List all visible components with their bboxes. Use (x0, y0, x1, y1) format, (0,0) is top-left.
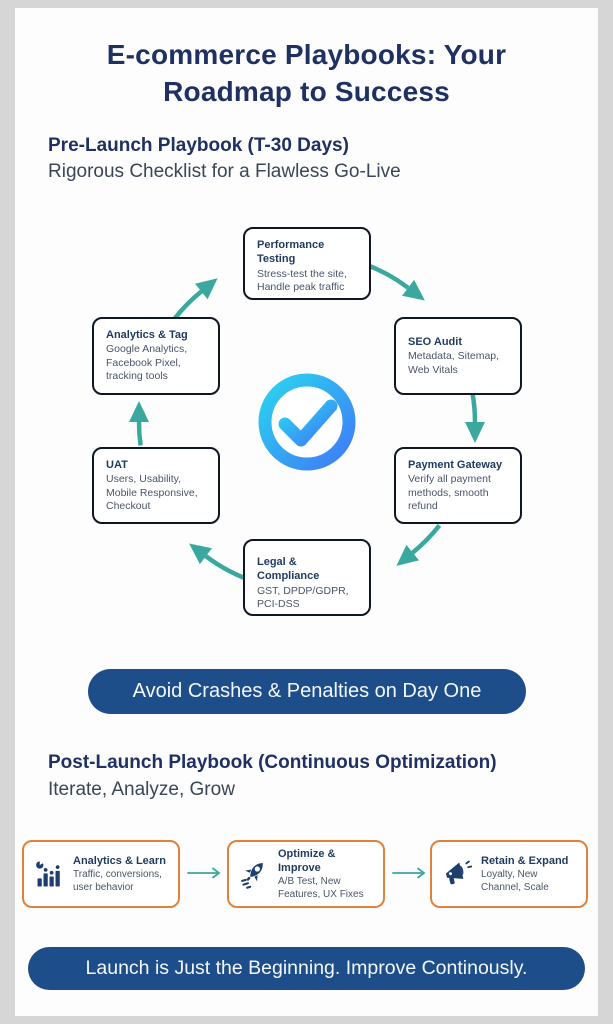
step-box-optimize-improve: Optimize & Improve A/B Test, New Feature… (227, 840, 385, 908)
step-text: Optimize & Improve A/B Test, New Feature… (278, 847, 377, 902)
megaphone-icon (442, 859, 472, 889)
step-title: Optimize & Improve (278, 847, 336, 874)
step-arrow-1-icon (187, 867, 221, 879)
pre-launch-banner: Avoid Crashes & Penalties on Day One (88, 669, 526, 714)
cycle-arrowheads (129, 278, 485, 566)
page-title-line1: E-commerce Playbooks: Your (106, 39, 507, 70)
step-arrow-2-icon (392, 867, 426, 879)
cycle-box-uat: UAT Users, Usability, Mobile Responsive,… (92, 447, 220, 524)
cycle-box-analytics-tag: Analytics & Tag Google Analytics, Facebo… (92, 317, 220, 395)
post-launch-subheading: Iterate, Analyze, Grow (48, 779, 235, 800)
arrow-to-legal-icon (396, 544, 419, 566)
post-launch-banner: Launch is Just the Beginning. Improve Co… (28, 947, 585, 990)
cycle-box-title: UAT (106, 459, 128, 471)
cycle-box-title: SEO Audit (408, 336, 462, 348)
arrow-to-uat-icon (189, 543, 212, 565)
rocket-icon (239, 859, 269, 889)
step-desc: Loyalty, New Channel, Scale (481, 869, 549, 894)
step-box-analytics-learn: Analytics & Learn Traffic, conversions, … (22, 840, 180, 908)
check-circle-icon (258, 373, 356, 471)
cycle-box-title: Performance Testing (257, 239, 325, 266)
arrow-to-payment-icon (465, 422, 485, 443)
pre-launch-subheading: Rigorous Checklist for a Flawless Go-Liv… (48, 161, 401, 182)
post-launch-heading: Post-Launch Playbook (Continuous Optimiz… (48, 752, 497, 773)
step-desc: A/B Test, New Features, UX Fixes (278, 876, 364, 901)
bar-chart-icon (34, 859, 64, 889)
arrow-to-seo-icon (402, 279, 425, 301)
cycle-box-desc: GST, DPDP/GDPR, PCI-DSS (257, 584, 349, 611)
cycle-box-desc: Users, Usability, Mobile Responsive, Che… (106, 473, 198, 513)
cycle-box-legal-compliance: Legal & Compliance GST, DPDP/GDPR, PCI-D… (243, 539, 371, 616)
step-desc: Traffic, conversions, user behavior (73, 869, 162, 894)
cycle-box-payment-gateway: Payment Gateway Verify all payment metho… (394, 447, 522, 524)
step-title: Analytics & Learn (73, 854, 166, 867)
cycle-box-seo-audit: SEO Audit Metadata, Sitemap, Web Vitals (394, 317, 522, 395)
cycle-box-title: Analytics & Tag (106, 329, 188, 341)
pre-launch-heading: Pre-Launch Playbook (T-30 Days) (48, 135, 349, 156)
arrow-to-performance-icon (195, 278, 218, 300)
cycle-box-desc: Verify all payment methods, smooth refun… (408, 473, 491, 513)
cycle-box-title: Payment Gateway (408, 459, 503, 471)
page-title-line2: Roadmap to Success (163, 76, 450, 108)
step-text: Analytics & Learn Traffic, conversions, … (73, 854, 172, 894)
arrow-to-analytics-icon (129, 401, 149, 422)
page-title: E-commerce Playbooks: Your Roadmap to Su… (0, 36, 613, 110)
cycle-box-desc: Metadata, Sitemap, Web Vitals (408, 350, 500, 376)
cycle-box-desc: Stress-test the site, Handle peak traffi… (257, 267, 347, 294)
cycle-box-performance-testing: Performance Testing Stress-test the site… (243, 227, 371, 300)
step-text: Retain & Expand Loyalty, New Channel, Sc… (481, 854, 580, 894)
step-box-retain-expand: Retain & Expand Loyalty, New Channel, Sc… (430, 840, 588, 908)
cycle-box-title: Legal & Compliance (257, 556, 320, 583)
step-title: Retain & Expand (481, 854, 569, 867)
cycle-box-desc: Google Analytics, Facebook Pixel, tracki… (106, 343, 188, 383)
